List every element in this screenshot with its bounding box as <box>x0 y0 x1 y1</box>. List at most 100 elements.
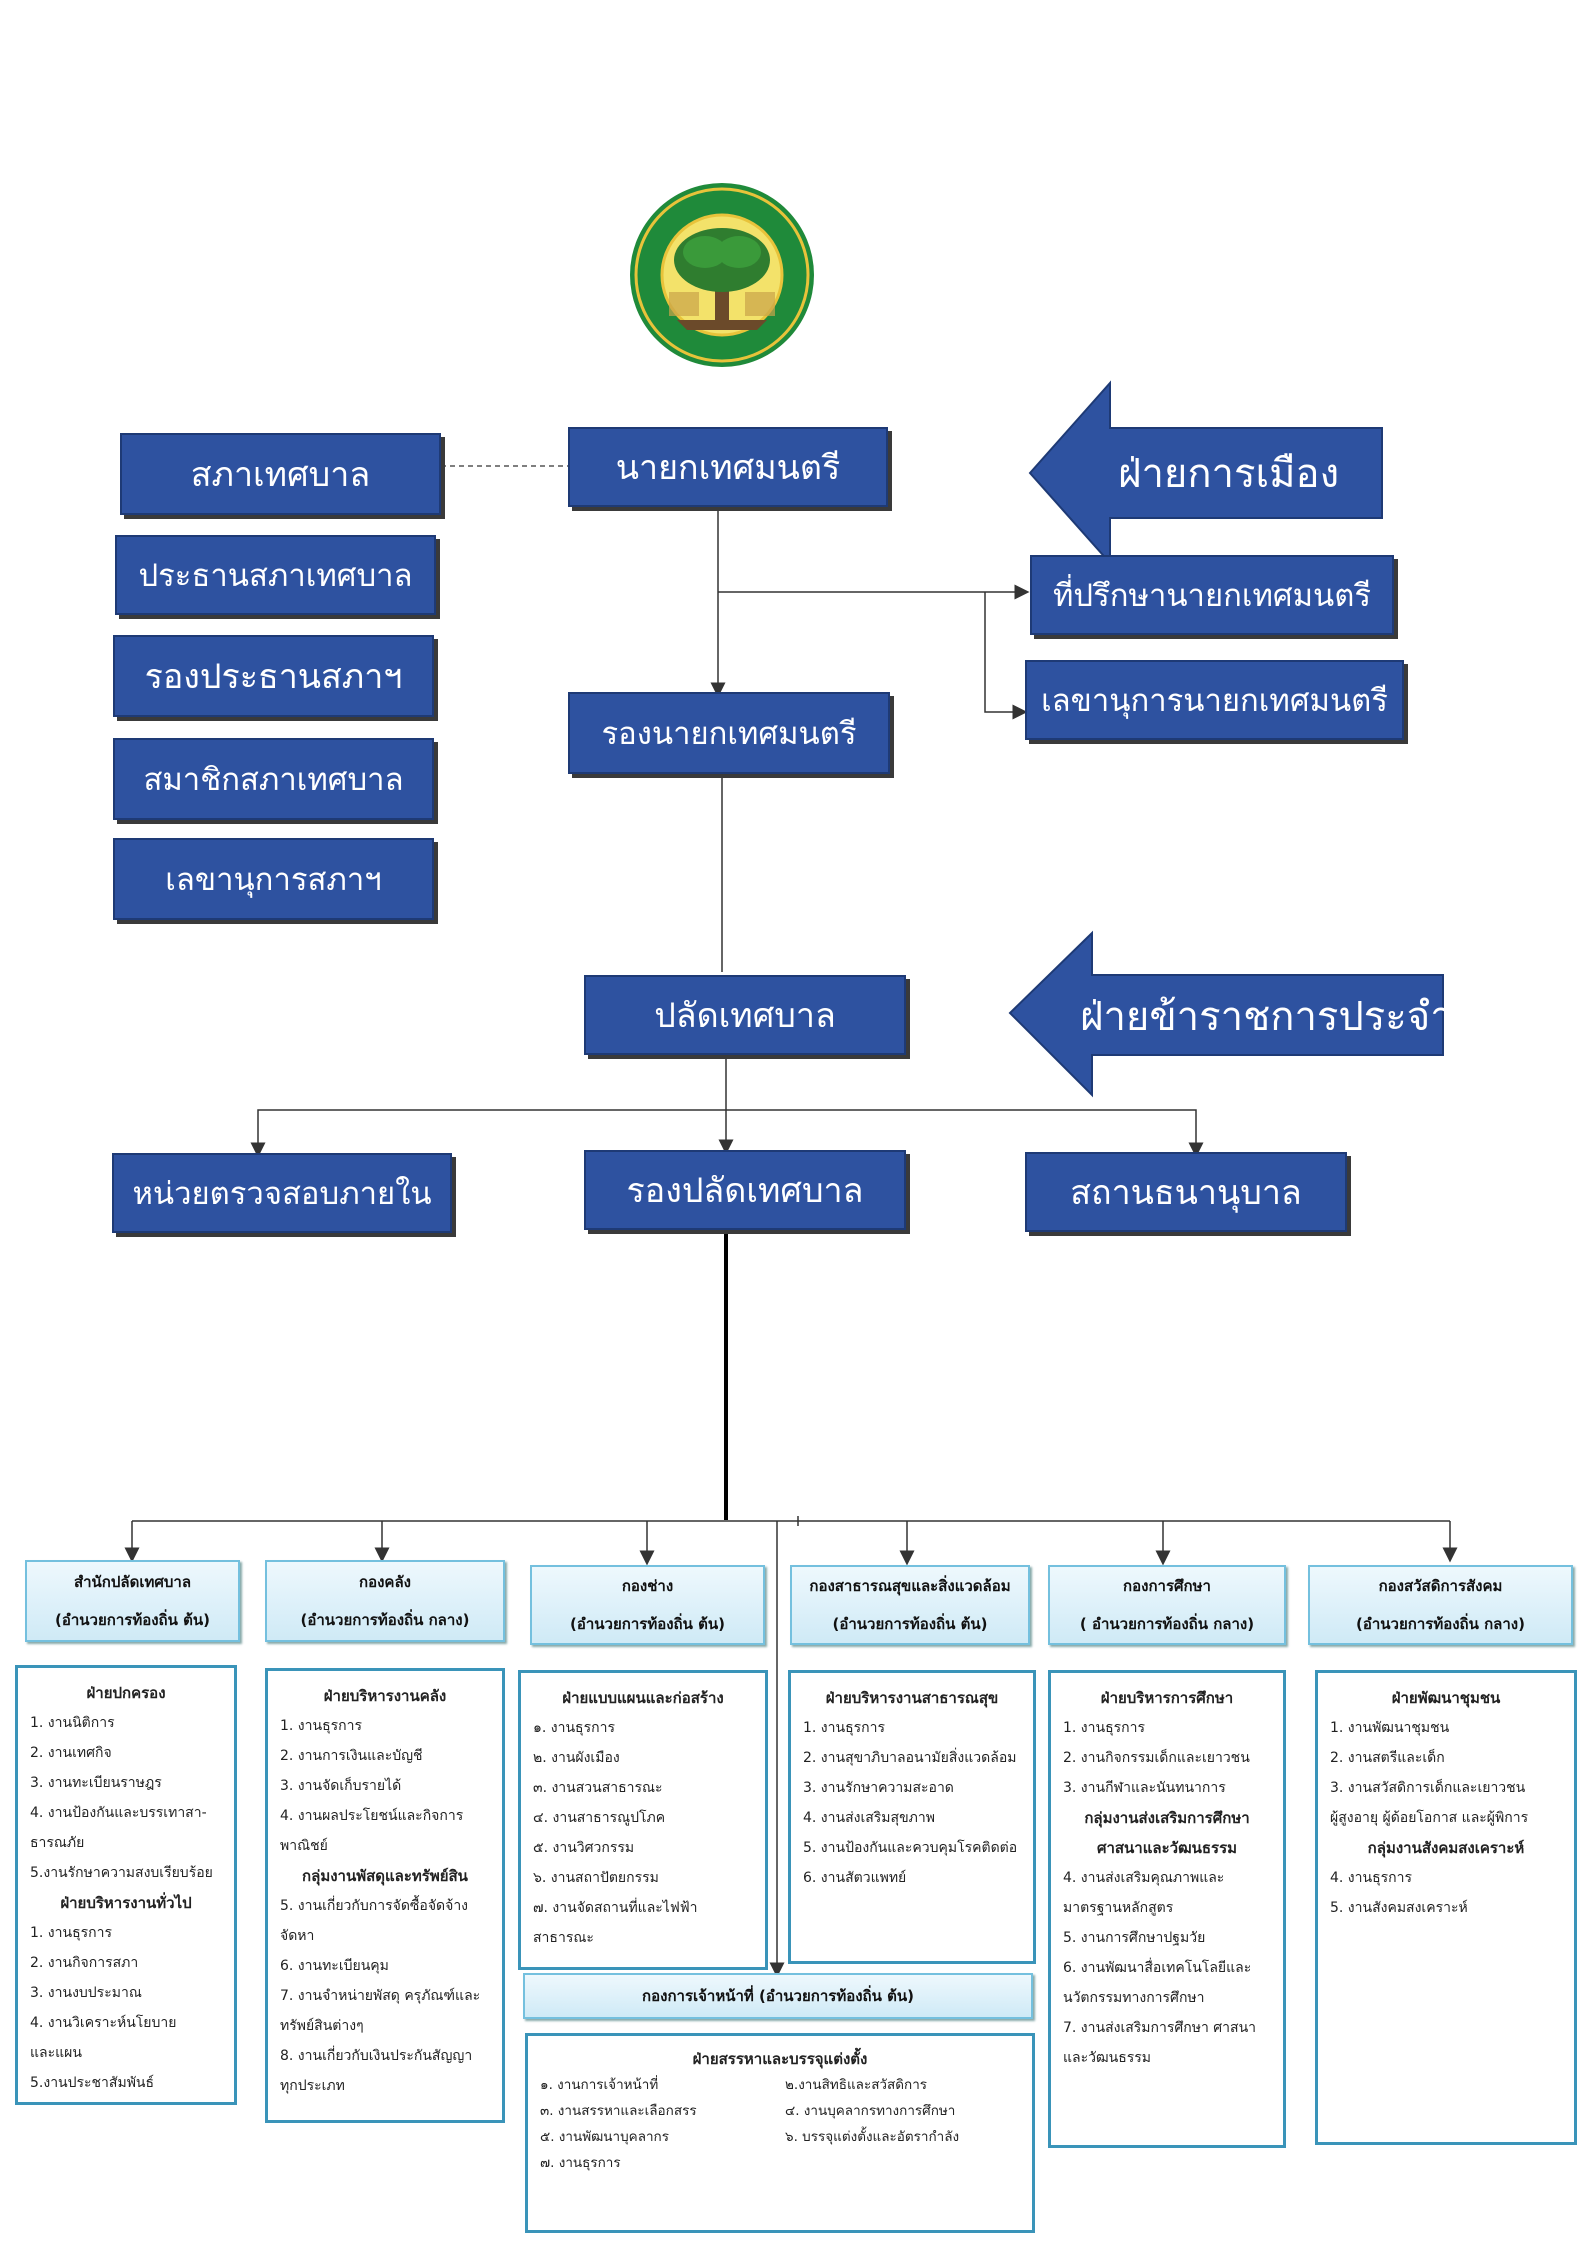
task-item: 6. งานทะเบียนคุม <box>280 1958 389 1974</box>
council-members-box: สมาชิกสภาเทศบาล <box>113 738 434 820</box>
task-item: 2. งานสุขาภิบาลอนามัยสิ่งแวดล้อม <box>803 1750 1017 1766</box>
clerk-box: ปลัดเทศบาล <box>584 975 906 1055</box>
council-president-box: ประธานสภาเทศบาล <box>115 535 436 615</box>
section-heading: ฝ่ายบริหารงานคลัง <box>323 1687 447 1705</box>
section-heading: ฝ่ายบริหารการศึกษา <box>1100 1689 1234 1707</box>
dept-sub: (อำนวยการท้องถิ่น กลาง) <box>300 1611 470 1629</box>
task-item: ธารณภัย <box>30 1835 85 1851</box>
dept-head-4: กองการศึกษา ( อำนวยการท้องถิ่น กลาง) <box>1048 1565 1286 1645</box>
task-item: 5. งานเกี่ยวกับการจัดซื้อจัดจ้าง <box>280 1898 469 1914</box>
dept-name: กองสาธารณสุขและสิ่งแวดล้อม <box>809 1577 1011 1595</box>
dept-detail-0: ฝ่ายปกครอง 1. งานนิติการ 2. งานเทศกิจ 3. งา… <box>15 1665 237 2105</box>
task-item: 4. งานส่งเสริมสุขภาพ <box>803 1810 935 1826</box>
task-item: ๗. งานธุรการ <box>540 2155 621 2171</box>
clerk-to-audit-line <box>250 1109 726 1158</box>
officer-dept-head: กองการเจ้าหน้าที่ (อำนวยการท้องถิ่น ต้น) <box>523 1973 1033 2019</box>
nursery-box: สถานธนานุบาล <box>1025 1152 1347 1232</box>
dept-detail-3: ฝ่ายบริหารงานสาธารณสุข 1. งานธุรการ 2. งาน… <box>788 1670 1036 1964</box>
task-item: 1. งานนิติการ <box>30 1715 115 1731</box>
task-item: ๓. งานสรรหาและเลือกสรร <box>540 2103 697 2119</box>
task-item: ผู้สูงอายุ ผู้ด้อยโอกาส และผู้พิการ <box>1330 1810 1529 1826</box>
task-item: 3. งานงบประมาณ <box>30 1985 142 2001</box>
mayor-secretary-line <box>984 592 1028 720</box>
task-item: 4. งานส่งเสริมคุณภาพและ <box>1063 1870 1225 1886</box>
task-item: 6. งานสัตวแพทย์ <box>803 1870 907 1886</box>
task-item: 3. งานสวัสดิการเด็กและเยาวชน <box>1330 1780 1526 1796</box>
task-item: และวัฒนธรรม <box>1063 2050 1152 2066</box>
section-heading: ฝ่ายแบบแผนและก่อสร้าง <box>562 1689 724 1707</box>
dept-name: กองการศึกษา <box>1123 1577 1211 1595</box>
dept-sub: (อำนวยการท้องถิ่น ต้น) <box>570 1615 725 1633</box>
deputy-clerk-box: รองปลัดเทศบาล <box>584 1150 906 1230</box>
mayor-secretary-box: เลขานุการนายกเทศมนตรี <box>1025 660 1404 740</box>
section-heading: กลุ่มงานส่งเสริมการศึกษา <box>1084 1809 1250 1827</box>
task-item: ๓. งานสวนสาธารณะ <box>533 1780 663 1796</box>
task-item: 2. งานเทศกิจ <box>30 1745 112 1761</box>
municipality-logo <box>627 180 817 370</box>
task-item: มาตรฐานหลักสูตร <box>1063 1900 1174 1916</box>
task-item: ๖. บรรจุแต่งตั้งและอัตรากำลัง <box>785 2129 960 2145</box>
task-item: 5. งานสังคมสงเคราะห์ <box>1330 1900 1468 1916</box>
task-item: 4. งานป้องกันและบรรเทาสา- <box>30 1805 207 1821</box>
task-item: ๔. งานบุคลากรทางการศึกษา <box>785 2103 956 2119</box>
dept-name: กองคลัง <box>359 1573 411 1591</box>
task-item: 1. งานธุรการ <box>280 1718 362 1734</box>
mayor-box: นายกเทศมนตรี <box>568 427 888 507</box>
section-heading: กลุ่มงานพัสดุและทรัพย์สิน <box>302 1867 468 1885</box>
task-item: 8. งานเกี่ยวกับเงินประกันสัญญา <box>280 2048 473 2064</box>
task-item: ๒. งานผังเมือง <box>533 1750 620 1766</box>
dept-detail-2: ฝ่ายแบบแผนและก่อสร้าง๑. งานธุรการ๒. งานผ… <box>518 1670 768 1970</box>
council-vice-president-box: รองประธานสภาฯ <box>113 635 434 717</box>
dept-sub: (อำนวยการท้องถิ่น ต้น) <box>55 1611 210 1629</box>
task-item: และแผน <box>30 2045 82 2061</box>
task-item: สาธารณะ <box>533 1930 594 1946</box>
task-item: 1. งานธุรการ <box>803 1720 885 1736</box>
task-item: 3. งานทะเบียนราษฎร <box>30 1775 162 1791</box>
section-heading: ฝ่ายบริหารงานสาธารณสุข <box>825 1689 999 1707</box>
task-item: 2. งานกิจกรรมเด็กและเยาวชน <box>1063 1750 1250 1766</box>
task-item: 5.งานประชาสัมพันธ์ <box>30 2075 155 2091</box>
task-item: 6. งานพัฒนาสื่อเทคโนโลยีและ <box>1063 1960 1252 1976</box>
dept-head-3: กองสาธารณสุขและสิ่งแวดล้อม (อำนวยการท้อง… <box>790 1565 1030 1645</box>
task-item: ๗. งานจัดสถานที่และไฟฟ้า <box>533 1900 698 1916</box>
clerk-to-nursery-line <box>726 1109 1204 1158</box>
section-heading: กลุ่มงานสังคมสงเคราะห์ <box>1367 1839 1525 1857</box>
dept-name: กองช่าง <box>621 1577 674 1595</box>
task-item: ๒.งานสิทธิและสวัสดิการ <box>785 2077 928 2093</box>
dept-sub: (อำนวยการท้องถิ่น ต้น) <box>832 1615 988 1633</box>
dept-head-1: กองคลัง (อำนวยการท้องถิ่น กลาง) <box>265 1560 505 1642</box>
task-item: 4. งานธุรการ <box>1330 1870 1412 1886</box>
dept-name: สำนักปลัดเทศบาล <box>73 1573 192 1591</box>
civil-arrow-label: ฝ่ายข้าราชการประจำ <box>1080 994 1453 1040</box>
task-item: 7. งานจำหน่ายพัสดุ ครุภัณฑ์และ <box>280 1988 481 2004</box>
task-item <box>785 2150 1020 2176</box>
task-item: ทุกประเภท <box>280 2078 345 2094</box>
task-item: 3. งานรักษาความสะอาด <box>803 1780 954 1796</box>
task-item: 7. งานส่งเสริมการศึกษา ศาสนา <box>1063 2020 1257 2036</box>
task-item: 1. งานธุรการ <box>30 1925 112 1941</box>
officer-dept-detail: ฝ่ายสรรหาและบรรจุแต่งตั้ง ๑. งานการเจ้าห… <box>525 2033 1035 2233</box>
task-item: 4. งานผลประโยชน์และกิจการ <box>280 1808 464 1824</box>
task-item: 5. งานการศึกษาปฐมวัย <box>1063 1930 1206 1946</box>
task-item: 2. งานกิจการสภา <box>30 1955 139 1971</box>
task-item: ๑. งานธุรการ <box>533 1720 615 1736</box>
task-item: ๕. งานวิศวกรรม <box>533 1840 635 1856</box>
section-heading: ฝ่ายปกครอง <box>86 1684 166 1702</box>
task-item: ๔. งานสาธารณูปโภค <box>533 1810 666 1826</box>
officer-section: ฝ่ายสรรหาและบรรจุแต่งตั้ง <box>692 2050 868 2068</box>
section-heading: ศาสนาและวัฒนธรรม <box>1096 1839 1238 1857</box>
mayor-advisor-box: ที่ปรึกษานายกเทศมนตรี <box>1030 555 1394 635</box>
task-item: ๑. งานการเจ้าหน้าที่ <box>540 2077 659 2093</box>
dept-head-5: กองสวัสดิการสังคม (อำนวยการท้องถิ่น กลาง… <box>1308 1565 1573 1645</box>
section-heading: ฝ่ายบริหารงานทั่วไป <box>60 1894 192 1912</box>
task-item: ทรัพย์สินต่างๆ <box>280 2018 364 2034</box>
task-item: 3. งานจัดเก็บรายได้ <box>280 1778 402 1794</box>
task-item: 1. งานพัฒนาชุมชน <box>1330 1720 1450 1736</box>
task-item: 4. งานวิเคราะห์นโยบาย <box>30 2015 177 2031</box>
deputy-mayor-box: รองนายกเทศมนตรี <box>568 692 890 774</box>
task-item: พาณิชย์ <box>280 1838 328 1854</box>
council-secretary-box: เลขานุการสภาฯ <box>113 838 434 920</box>
audit-unit-box: หน่วยตรวจสอบภายใน <box>112 1153 452 1233</box>
